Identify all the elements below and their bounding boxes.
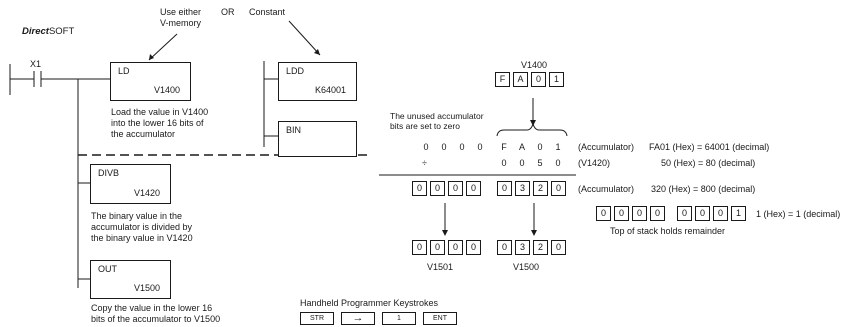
v1500-cell: 3 [515, 240, 530, 255]
v1501-cell: 0 [448, 240, 463, 255]
ld-description-line: the accumulator [111, 129, 176, 139]
ld-mnemonic: LD [118, 66, 130, 76]
ldd-instruction-box: LDD K64001 [278, 62, 357, 101]
row2-digit: 0 [555, 158, 561, 168]
v1400-register-label: V1400 [521, 60, 548, 70]
divb-description-line: accumulator is divided by [91, 222, 193, 232]
stack-cell: 0 [677, 206, 692, 221]
result-accumulator-cell: 0 [497, 181, 512, 196]
ldd-mnemonic: LDD [286, 66, 305, 76]
divb-operand: V1420 [133, 188, 160, 198]
row2-digit: 0 [519, 158, 525, 168]
divb-instruction-box: DIVB V1420 [90, 164, 171, 204]
brand-soft: SOFT [48, 26, 75, 37]
stack-conversion-note: 1 (Hex) = 1 (decimal) [756, 209, 841, 219]
out-instruction-box: OUT V1500 [90, 260, 171, 299]
v1500-cell: 2 [533, 240, 548, 255]
key-str: STR [300, 312, 334, 325]
row1-digit: 0 [423, 142, 429, 152]
key-arrow: → [341, 312, 375, 325]
row2-v1420-label: (V1420) [578, 158, 611, 168]
unused-bits-note-line: The unused accumulator [390, 111, 484, 121]
v1400-cell: F [495, 72, 510, 87]
result-accumulator-cell: 0 [430, 181, 445, 196]
divb-description-line: The binary value in the [91, 211, 183, 221]
out-mnemonic: OUT [98, 264, 117, 274]
row1-digit: A [518, 142, 525, 152]
stack-remainder-caption: Top of stack holds remainder [610, 226, 726, 236]
brand-logo: DirectSOFT [22, 26, 74, 37]
handheld-title: Handheld Programmer Keystrokes [300, 298, 439, 308]
result-accumulator-cell: 0 [466, 181, 481, 196]
v1501-register-label: V1501 [427, 262, 454, 272]
result-accumulator-cell: 3 [515, 181, 530, 196]
unused-bits-note-line: bits are set to zero [390, 121, 460, 131]
row1-digit: 0 [537, 142, 543, 152]
key-ent: ENT [423, 312, 457, 325]
use-either-label: Use either [160, 7, 202, 17]
ld-description-line: Load the value in V1400 [111, 107, 209, 117]
stack-cell: 0 [614, 206, 629, 221]
row2-conversion-note: 50 (Hex) = 80 (decimal) [661, 158, 756, 168]
stack-cell: 1 [731, 206, 746, 221]
out-operand: V1500 [133, 283, 160, 293]
row1-digit: 1 [555, 142, 561, 152]
stack-cell: 0 [596, 206, 611, 221]
v1500-cell: 0 [551, 240, 566, 255]
row1-digit: 0 [477, 142, 483, 152]
result-accumulator-cell: 2 [533, 181, 548, 196]
row1-digit: 0 [441, 142, 447, 152]
row1-conversion-note: FA01 (Hex) = 64001 (decimal) [649, 142, 770, 152]
stack-cell: 0 [650, 206, 665, 221]
v1400-cell: 1 [549, 72, 564, 87]
row1-accumulator-label: (Accumulator) [578, 142, 635, 152]
v1500-cell: 0 [497, 240, 512, 255]
divb-mnemonic: DIVB [98, 168, 120, 178]
ld-description-line: into the lower 16 bits of [111, 118, 204, 128]
bin-instruction-box: BIN [278, 121, 357, 157]
row2-digit: 0 [501, 158, 507, 168]
contact-x1-label: X1 [30, 59, 42, 69]
divb-description-line: the binary value in V1420 [91, 233, 193, 243]
constant-label: Constant [249, 7, 286, 17]
ld-instruction-box: LD V1400 [110, 62, 191, 101]
ldd-operand: K64001 [314, 85, 346, 95]
bin-mnemonic: BIN [286, 125, 302, 135]
row3-accumulator-label: (Accumulator) [578, 184, 635, 194]
v1400-cell: 0 [531, 72, 546, 87]
row2-digit: 5 [537, 158, 543, 168]
stack-cell: 0 [695, 206, 710, 221]
key-1: 1 [382, 312, 416, 325]
v1400-cell: A [513, 72, 528, 87]
v1501-cell: 0 [430, 240, 445, 255]
division-operator: ÷ [422, 158, 427, 168]
result-accumulator-cell: 0 [412, 181, 427, 196]
row1-digit: F [501, 142, 507, 152]
out-description-line: Copy the value in the lower 16 [91, 303, 213, 313]
brand-direct: Direct [22, 26, 49, 37]
v1500-register-label: V1500 [513, 262, 540, 272]
result-accumulator-cell: 0 [448, 181, 463, 196]
row1-digit: 0 [459, 142, 465, 152]
result-accumulator-cell: 0 [551, 181, 566, 196]
or-label: OR [221, 7, 235, 17]
row3-conversion-note: 320 (Hex) = 800 (decimal) [651, 184, 756, 194]
v1501-cell: 0 [466, 240, 481, 255]
ld-operand: V1400 [153, 85, 180, 95]
stack-cell: 0 [632, 206, 647, 221]
stack-cell: 0 [713, 206, 728, 221]
out-description-line: bits of the accumulator to V1500 [91, 314, 221, 324]
vmemory-label: V-memory [160, 18, 202, 28]
v1501-cell: 0 [412, 240, 427, 255]
